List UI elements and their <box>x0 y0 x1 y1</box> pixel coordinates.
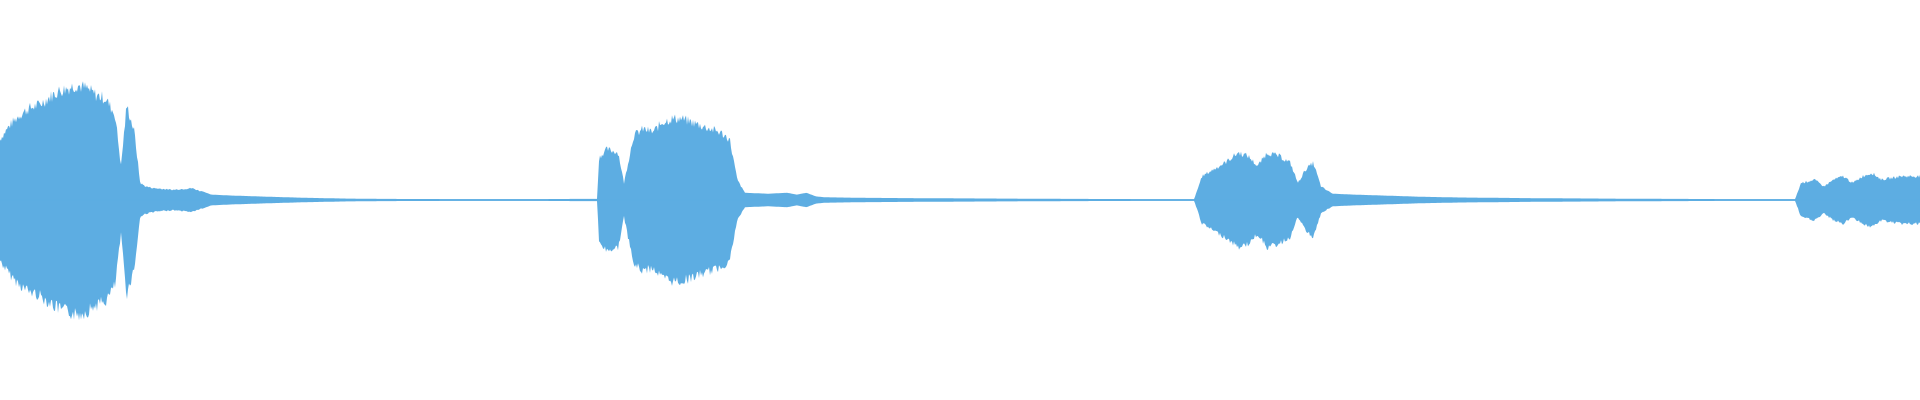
waveform-graphic <box>0 81 1920 321</box>
